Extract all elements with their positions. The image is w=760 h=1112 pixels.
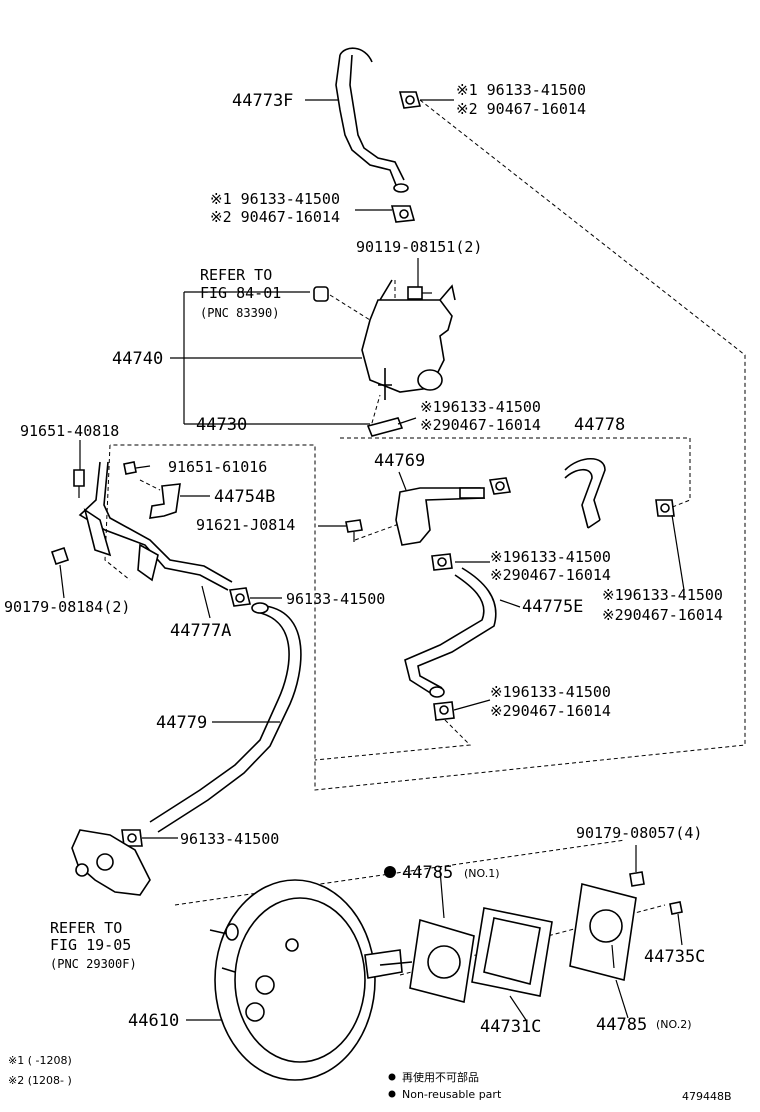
bolt-91651-61016 [123,461,151,475]
label-44779: 44779 [156,713,207,733]
stud-44735C [669,901,683,915]
hose-clip-779-bottom [121,829,143,847]
leader-lines [59,99,685,1021]
label-clip-mid-1: ※1 96133-41500 [210,190,340,208]
legend-dot-en [388,1090,396,1098]
label-44773F: 44773F [232,91,293,111]
note-2: ※2 (1208- ) [8,1074,72,1087]
label-bolt-91651-40818: 91651-40818 [20,422,119,440]
label-no2: (NO.2) [656,1018,692,1031]
legend-en: Non-reusable part [402,1088,502,1101]
hose-clip-775-bottom [433,701,455,721]
figure-id: 479448B [682,1090,732,1103]
legend-dot-cn [388,1073,396,1081]
label-bolt-90119: 90119-08151(2) [356,238,482,256]
label-clip-779-bottom: 96133-41500 [180,830,279,848]
non-reusable-mark [384,866,396,878]
label-refer84-2: FIG 84-01 [200,284,281,302]
hose-44778 [564,457,606,529]
bracket-44754B [149,483,181,519]
label-refer84-1: REFER TO [200,266,272,284]
label-bolt-91651-61016: 91651-61016 [168,458,267,476]
label-clip-778-1: ※196133-41500 [602,586,723,604]
label-44730: 44730 [196,415,247,435]
legend-cn: 再使用不可部品 [402,1070,479,1084]
bolt-91651-40818 [73,469,85,498]
label-nut-90179-08184: 90179-08184(2) [4,598,130,616]
label-44777A: 44777A [170,621,231,641]
grommet-fig84 [313,286,329,302]
dashed-guide-730 [369,394,381,431]
note-1: ※1 ( -1208) [8,1054,72,1067]
label-44740: 44740 [112,349,163,369]
label-44785-no1: 44785 [402,863,453,883]
hose-44775E [404,567,497,698]
nut-90179-08057 [629,871,645,887]
hose-clip-778 [655,499,675,517]
label-44610: 44610 [128,1011,179,1031]
label-nut-90179-08057: 90179-08057(4) [576,824,702,842]
label-44778: 44778 [574,415,625,435]
label-clip-775-top-1: ※196133-41500 [490,548,611,566]
spacer-44731C [471,907,553,997]
label-clip-777: 96133-41500 [286,590,385,608]
label-clip-730-2: ※290467-16014 [420,416,541,434]
label-clip-778-2: ※290467-16014 [602,606,723,624]
bolt-91621 [345,519,363,542]
label-clip-775-bot-2: ※290467-16014 [490,702,611,720]
hose-clip-769 [488,477,512,495]
hose-clip-top [398,91,422,109]
label-44785-no2: 44785 [596,1015,647,1035]
gasket-44785-no1 [409,918,475,1003]
dashed-guide-right [110,99,746,791]
bolt-90119 [407,286,432,300]
label-44754B: 44754B [214,487,275,507]
nut-90179-08184 [50,546,70,566]
hose-clip-mid [390,205,416,223]
label-no1: (NO.1) [464,867,500,880]
gasket-44785-no2 [569,883,637,981]
label-clip-top-1: ※1 96133-41500 [456,81,586,99]
hose-clip-777 [229,587,251,607]
dashed-guide-bracket [104,444,131,581]
label-clip-775-top-2: ※290467-16014 [490,566,611,584]
label-refer19-1: REFER TO [50,919,122,937]
hose-44779 [149,602,302,833]
check-valve-44730 [366,417,404,437]
label-bolt-91621: 91621-J0814 [196,516,295,534]
label-refer84-3: (PNC 83390) [200,306,279,320]
label-44775E: 44775E [522,597,583,617]
label-clip-775-bot-1: ※196133-41500 [490,683,611,701]
hose-clip-775-top [431,553,453,571]
engine-port-fig19 [71,829,151,896]
label-refer19-3: (PNC 29300F) [50,957,137,971]
label-clip-mid-2: ※2 90467-16014 [210,208,340,226]
label-refer19-2: FIG 19-05 [50,936,131,954]
label-44731C: 44731C [480,1017,541,1037]
dashed-guide-775 [314,714,472,761]
dashed-guide-769 [354,519,411,541]
union-44769 [395,487,486,546]
label-44769: 44769 [374,451,425,471]
pipe-44777A [78,461,233,591]
brake-booster-44610 [209,879,413,1081]
dashed-guide-778 [340,437,691,511]
label-clip-top-2: ※2 90467-16014 [456,100,586,118]
hose-44773F [335,47,409,193]
vacuum-tank-44740 [361,279,456,400]
label-44735C: 44735C [644,947,705,967]
label-clip-730-1: ※196133-41500 [420,398,541,416]
